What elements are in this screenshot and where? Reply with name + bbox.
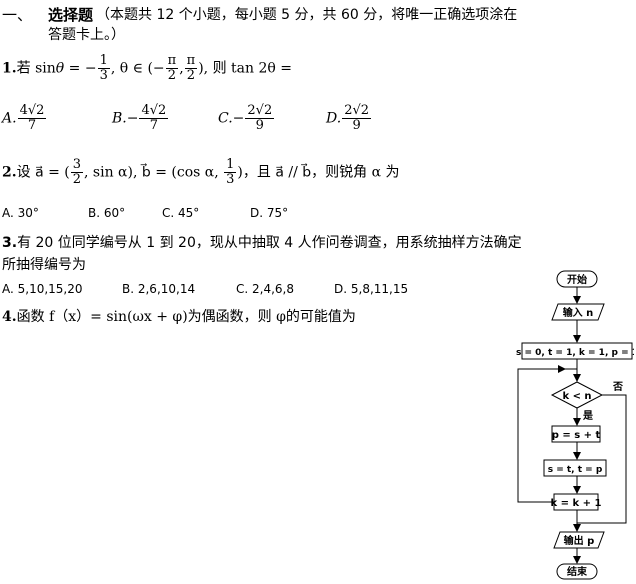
q3-option-a: A. 5,10,15,20 xyxy=(2,282,83,296)
question-3-line1: 3.有 20 位同学编号从 1 到 20，现从中抽取 4 人作问卷调查，用系统抽… xyxy=(2,234,522,252)
section-intro-line2: 答题卡上。） xyxy=(48,27,125,43)
flowchart-step-1-label: p = s + t xyxy=(552,430,601,441)
q2-option-c: C. 45° xyxy=(162,206,200,220)
q3-text: 有 20 位同学编号从 1 到 20，现从中抽取 4 人作问卷调查，用系统抽样方… xyxy=(17,235,522,251)
question-number: 2. xyxy=(2,164,17,181)
q4-text: 函数 f（x）= sin(ωx + φ)为偶函数，则 φ的可能值为 xyxy=(16,309,356,325)
q3-option-b: B. 2,6,10,14 xyxy=(122,282,196,296)
section-intro-line1: （本题共 12 个小题，每小题 5 分，共 60 分，将唯一正确选项涂在 xyxy=(96,7,518,23)
section-title: 选择题 xyxy=(48,6,94,24)
question-4-stem: 4.函数 f（x）= sin(ωx + φ)为偶函数，则 φ的可能值为 xyxy=(2,308,356,326)
section-number: 一、 xyxy=(2,6,33,24)
q2-text-a: 设 a⃗ = ( xyxy=(16,164,70,181)
flowchart-output-label: 输出 p xyxy=(564,534,595,547)
q1-text-a: 若 sin xyxy=(16,60,56,77)
q1-text-b: = − xyxy=(64,60,97,77)
flowchart-end-terminal xyxy=(556,563,598,580)
flowchart-start-label: 开始 xyxy=(567,273,587,286)
flowchart-step-2-label: s = t, t = p xyxy=(548,465,603,475)
flowchart-decision-label: k < n xyxy=(562,391,591,402)
q2-option-d: D. 75° xyxy=(250,206,289,220)
q2-text-b: , sin α), b⃗ = (cos α, xyxy=(84,164,224,181)
flowchart-yes-label: 是 xyxy=(582,410,593,422)
q1-comma: , xyxy=(179,60,184,77)
question-number: 1. xyxy=(2,60,17,77)
flowchart: 开始 输入 n s = 0, t = 1, k = 1, p = 1 k < n… xyxy=(516,270,634,580)
question-number: 3. xyxy=(2,235,18,251)
flowchart-no-label: 否 xyxy=(612,381,623,393)
flowchart-end-label: 结束 xyxy=(567,565,588,578)
q1-theta: θ xyxy=(55,60,65,77)
q2-option-a: A. 30° xyxy=(2,206,39,220)
q1-text-c: , θ ∈ (− xyxy=(110,60,165,77)
flowchart-step-2 xyxy=(543,459,607,477)
question-3-line2: 所抽得编号为 xyxy=(2,257,86,273)
q3-option-d: D. 5,8,11,15 xyxy=(334,282,409,296)
flowchart-step-3-label: k = k + 1 xyxy=(551,498,602,509)
flowchart-step-1 xyxy=(551,425,601,443)
q2-option-b: B. 60° xyxy=(88,206,126,220)
flowchart-output-box xyxy=(553,531,605,549)
question-number: 4. xyxy=(2,309,17,325)
q2-text-c: )，且 a⃗ // b⃗，则锐角 α 为 xyxy=(237,164,400,181)
q3-option-c: C. 2,4,6,8 xyxy=(236,282,294,296)
flowchart-input-label: 输入 n xyxy=(563,306,594,319)
flowchart-init-label: s = 0, t = 1, k = 1, p = 1 xyxy=(516,348,634,358)
q1-text-d: ), 则 tan 2θ = xyxy=(198,60,292,77)
flowchart-input-box xyxy=(551,303,605,321)
